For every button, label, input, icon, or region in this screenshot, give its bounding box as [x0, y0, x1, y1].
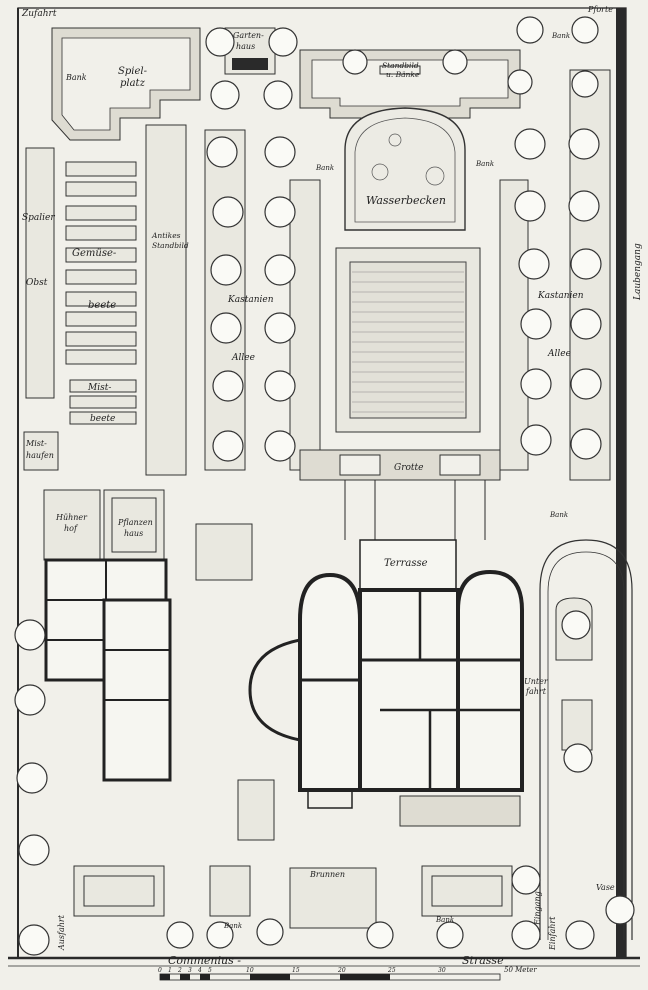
scale-tick-3: 3 — [188, 967, 192, 974]
label-kastanien-left-2: Allee — [231, 353, 255, 363]
label-standbild-1: Standbild — [382, 61, 419, 70]
label-grotte: Grotte — [394, 463, 423, 473]
scale-bar: 0 1 2 3 4 5 10 15 20 25 30 50 Meter — [158, 966, 537, 981]
spielplatz-area — [51, 27, 201, 141]
label-einfahrt: Einfahrt — [548, 916, 557, 951]
wasserbecken — [344, 107, 466, 231]
scale-tick-1: 1 — [168, 967, 172, 974]
trees — [14, 16, 635, 956]
label-spielplatz-1: Spiel- — [118, 66, 148, 77]
label-unterfahrt-2: fahrt — [525, 687, 547, 696]
vegetable-beds — [23, 124, 187, 476]
label-gemuese: Gemüse- — [72, 248, 117, 259]
label-kastanien-right-2: Allee — [547, 349, 571, 359]
property-boundary — [8, 7, 640, 967]
label-bank-ne: Bank — [551, 32, 570, 40]
label-bank-terrace: Bank — [549, 511, 568, 519]
label-brunnen: Brunnen — [309, 870, 345, 879]
label-spalier-1: Spalier — [22, 213, 55, 223]
label-misthaufen-2: haufen — [26, 451, 54, 460]
label-spalier-2: Obst — [26, 278, 48, 288]
central-parterre — [335, 247, 481, 433]
plan-labels: Zufahrt Pforte Bank Garten- haus Bank Sp… — [21, 5, 643, 967]
scale-tick-0: 0 — [158, 967, 162, 974]
label-antikes-2: Standbild — [152, 241, 189, 250]
label-beete-2: beete — [90, 414, 115, 424]
label-bank-sw: Bank — [223, 922, 242, 930]
scale-tick-5: 5 — [208, 967, 212, 974]
label-gartenhaus-1: Garten- — [233, 31, 264, 40]
scale-tick-4: 4 — [197, 967, 202, 974]
label-ausfahrt: Ausfahrt — [57, 914, 66, 951]
label-eingang: Eingang — [533, 891, 542, 926]
huehnerhof-pflanzenhaus — [43, 489, 253, 581]
label-street-2: Strasse — [462, 954, 504, 967]
label-pflanzenhaus-1: Pflanzen — [117, 518, 153, 527]
scale-tick-20: 20 — [337, 967, 346, 974]
label-huehnerhof-1: Hühner — [55, 513, 88, 522]
scale-tick-30: 30 — [438, 967, 446, 974]
villa — [248, 539, 524, 809]
scale-tick-10: 10 — [246, 967, 254, 974]
service-building — [44, 558, 172, 782]
label-beete-1: beete — [88, 300, 116, 311]
label-pflanzenhaus-2: haus — [124, 529, 143, 538]
label-misthaufen-1: Mist- — [25, 439, 47, 448]
scale-unit: 50 Meter — [504, 966, 537, 974]
label-standbild-2: u. Bänke — [386, 70, 420, 79]
label-bank-se: Bank — [435, 916, 454, 924]
scale-tick-25: 25 — [387, 967, 396, 974]
label-antikes-1: Antikes — [151, 231, 181, 240]
label-zufahrt-top: Zufahrt — [21, 9, 57, 19]
label-gartenhaus-2: haus — [236, 42, 255, 51]
label-wasserbecken: Wasserbecken — [366, 194, 446, 207]
label-pforte: Pforte — [587, 5, 613, 14]
label-mist: Mist- — [87, 383, 111, 393]
scale-tick-15: 15 — [292, 967, 300, 974]
label-terrasse: Terrasse — [384, 558, 428, 569]
label-vase: Vase — [596, 883, 615, 892]
lower-lawns — [73, 779, 521, 929]
grotte — [299, 449, 501, 540]
label-kastanien-right-1: Kastanien — [537, 291, 584, 301]
label-bank-nw: Bank — [65, 73, 87, 82]
scale-tick-2: 2 — [177, 967, 182, 974]
label-bank-w: Bank — [315, 164, 334, 172]
label-spielplatz-2: platz — [120, 78, 146, 89]
label-bank-e: Bank — [475, 160, 494, 168]
label-huehnerhof-2: hof — [64, 524, 79, 533]
label-street-1: Commenius - — [168, 954, 241, 967]
label-kastanien-left-1: Kastanien — [227, 295, 274, 305]
label-laubengang: Laubengang — [633, 243, 643, 301]
label-unterfahrt-1: Unter — [524, 677, 549, 686]
